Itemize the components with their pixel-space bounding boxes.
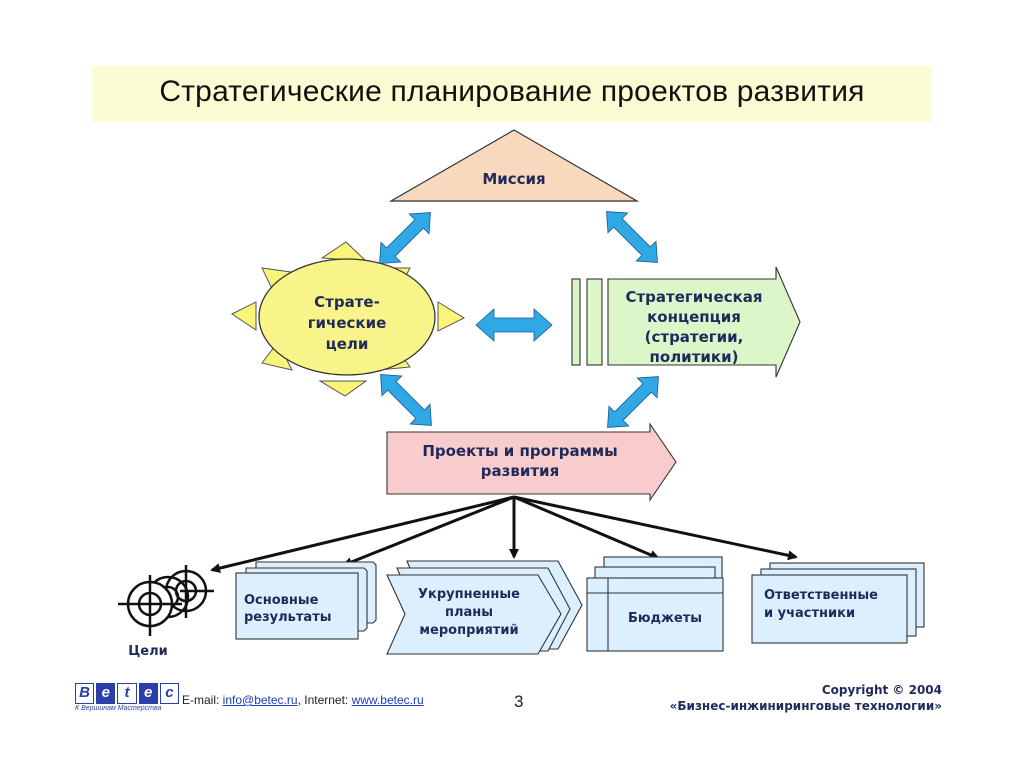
goals-sun <box>258 258 436 376</box>
page-title: Стратегические планирование проектов раз… <box>159 75 865 108</box>
projects-arrow-shape <box>386 422 677 502</box>
results-label: Основные результаты <box>244 593 332 625</box>
logo-letter: c <box>159 683 180 704</box>
fanout-arrows <box>210 495 798 573</box>
internet-label: , Internet: <box>297 693 352 707</box>
results-docs <box>235 561 377 640</box>
budgets-label: Бюджеты <box>627 611 703 626</box>
blue-arrows <box>379 211 659 428</box>
logo-letter: t <box>117 683 137 704</box>
logo-letter: e <box>96 683 116 704</box>
projects-label: Проекты и программы развития <box>422 442 618 480</box>
budget-ledgers <box>586 556 724 652</box>
mission-triangle <box>388 129 640 202</box>
mission-label: Миссия <box>482 170 546 188</box>
concept-block <box>571 266 801 378</box>
logo-letter: B <box>75 683 95 704</box>
plans-label: Укрупненные планы мероприятий <box>418 587 520 638</box>
company-name: «Бизнес-инжиниринговые технологии» <box>669 699 942 713</box>
plans-chevrons <box>386 560 583 655</box>
responsible-docs <box>751 562 925 644</box>
copyright: Copyright © 2004 «Бизнес-инжиниринговые … <box>670 682 942 714</box>
target-icon <box>118 565 214 636</box>
logo-letter: e <box>138 683 158 704</box>
goals-label: Страте- гические цели <box>307 293 387 353</box>
betec-logo: B e t e c К Вершинам Мастерства <box>75 683 180 713</box>
responsible-label: Ответственные и участники <box>764 588 878 621</box>
targets-label: Цели <box>128 644 168 659</box>
concept-label: Стратегическая концепция (стратегии, пол… <box>625 288 763 366</box>
footer-contacts: E-mail: info@betec.ru, Internet: www.bet… <box>182 693 424 707</box>
email-link[interactable]: info@betec.ru <box>222 693 298 707</box>
title-banner: Стратегические планирование проектов раз… <box>92 66 932 122</box>
website-link[interactable]: www.betec.ru <box>351 693 424 707</box>
page-number: 3 <box>514 692 524 711</box>
copyright-line: Copyright © 2004 <box>821 683 942 697</box>
logo-tagline: К Вершинам Мастерства <box>75 705 162 712</box>
email-label: E-mail: <box>182 693 223 707</box>
